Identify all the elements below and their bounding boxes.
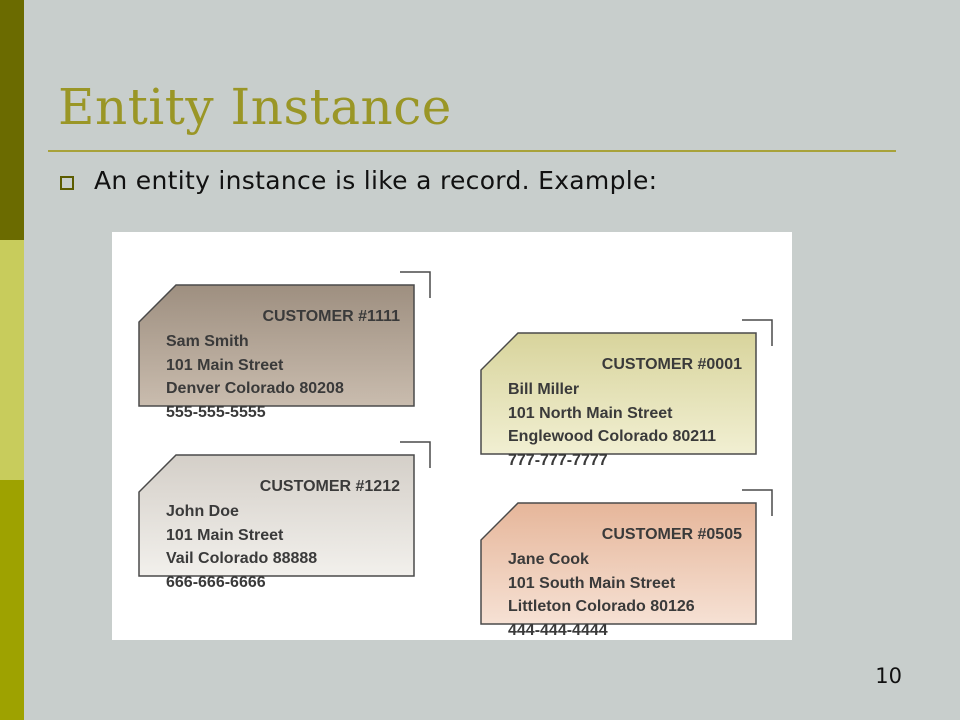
card-body <box>138 454 415 577</box>
card-name: Bill Miller <box>508 381 580 398</box>
customer-card-0001: CUSTOMER #0001 Bill Miller 101 North Mai… <box>480 319 773 469</box>
side-accent-bar-middle <box>0 240 24 480</box>
card-phone: 666-666-6666 <box>166 573 266 591</box>
card-city: Englewood Colorado 80211 <box>508 428 717 445</box>
card-street: 101 Main Street <box>166 356 284 374</box>
title-divider <box>48 150 896 152</box>
card-city: Denver Colorado 80208 <box>166 380 344 397</box>
page-number: 10 <box>875 664 902 688</box>
card-shape <box>480 319 773 455</box>
card-city: Vail Colorado 88888 <box>166 550 318 567</box>
card-lines: John Doe 101 Main Street Vail Colorado 8… <box>166 500 317 594</box>
card-name: Sam Smith <box>166 333 249 350</box>
card-name: John Doe <box>166 503 239 520</box>
square-bullet-icon <box>60 176 74 190</box>
customer-cards-figure: CUSTOMER #1111 Sam Smith 101 Main Street… <box>112 232 792 640</box>
card-shape <box>138 441 431 577</box>
card-shape <box>480 489 773 625</box>
card-lines: Bill Miller 101 North Main Street Englew… <box>508 378 716 472</box>
card-body <box>138 284 415 407</box>
customer-card-1212: CUSTOMER #1212 John Doe 101 Main Street … <box>138 441 431 591</box>
customer-card-0505: CUSTOMER #0505 Jane Cook 101 South Main … <box>480 489 773 639</box>
card-lines: Sam Smith 101 Main Street Denver Colorad… <box>166 330 344 424</box>
card-shape <box>138 271 431 407</box>
card-header: CUSTOMER #0505 <box>601 526 742 543</box>
card-phone: 555-555-5555 <box>166 403 266 421</box>
card-name: Jane Cook <box>508 551 589 568</box>
card-header: CUSTOMER #0001 <box>601 356 742 373</box>
card-phone: 444-444-4444 <box>508 621 608 639</box>
card-phone: 777-777-7777 <box>508 451 608 469</box>
side-accent-bar-bottom <box>0 480 24 720</box>
slide-title: Entity Instance <box>58 78 452 136</box>
card-street: 101 South Main Street <box>508 574 676 592</box>
bullet-item: An entity instance is like a record. Exa… <box>60 160 657 200</box>
side-accent-bar-top <box>0 0 24 240</box>
customer-card-1111: CUSTOMER #1111 Sam Smith 101 Main Street… <box>138 271 431 421</box>
card-header: CUSTOMER #1111 <box>262 308 400 325</box>
card-city: Littleton Colorado 80126 <box>508 598 695 615</box>
card-body <box>480 502 757 625</box>
card-corner-bracket <box>742 489 773 516</box>
card-corner-bracket <box>400 441 431 468</box>
card-corner-bracket <box>400 271 431 298</box>
card-street: 101 North Main Street <box>508 404 673 422</box>
card-corner-bracket <box>742 319 773 346</box>
card-body <box>480 332 757 455</box>
bullet-text: An entity instance is like a record. Exa… <box>94 165 658 195</box>
card-street: 101 Main Street <box>166 526 284 544</box>
card-lines: Jane Cook 101 South Main Street Littleto… <box>508 548 695 642</box>
card-header: CUSTOMER #1212 <box>259 478 400 495</box>
